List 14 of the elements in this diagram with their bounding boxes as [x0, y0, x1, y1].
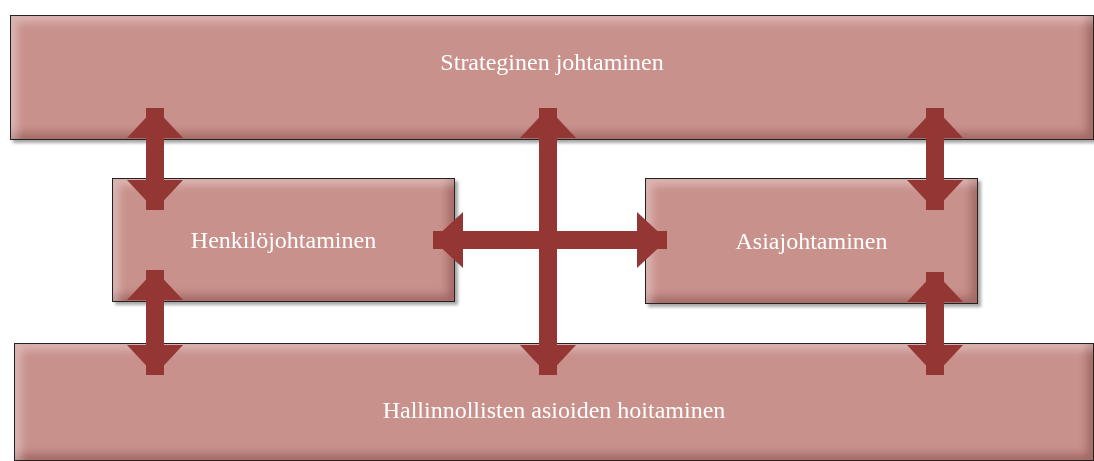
node-label: Strateginen johtaminen — [440, 49, 664, 76]
double-arrow — [520, 108, 576, 375]
process-box — [10, 15, 1094, 140]
node-label: Hallinnollisten asioiden hoitaminen — [382, 396, 726, 424]
double-arrow — [433, 212, 667, 268]
process-box — [112, 178, 455, 302]
double-arrow — [127, 270, 183, 375]
double-arrow — [907, 272, 963, 375]
node-label: Asiajohtaminen — [735, 227, 888, 255]
process-box — [14, 343, 1094, 461]
node-label: Henkilöjohtaminen — [190, 226, 377, 254]
process-box — [645, 178, 978, 304]
double-arrow — [907, 108, 963, 210]
double-arrow — [127, 108, 183, 210]
